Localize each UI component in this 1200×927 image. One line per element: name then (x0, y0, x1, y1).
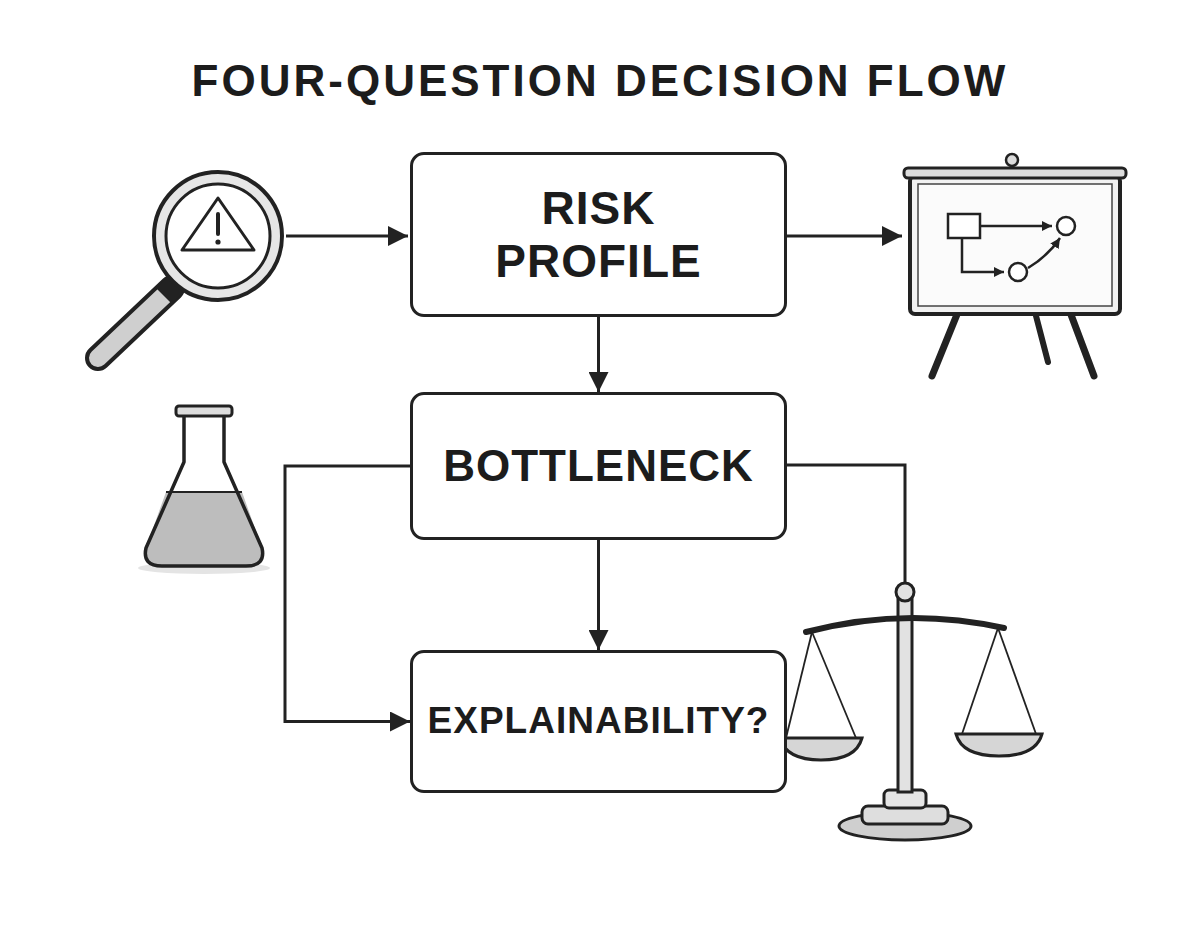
easel-leg (932, 312, 958, 376)
flask-icon (138, 406, 270, 574)
leader-line (787, 465, 905, 586)
warning-triangle (182, 198, 254, 250)
easel-knob (1006, 154, 1018, 166)
sketch-circle (1057, 217, 1075, 235)
box-label: BOTTLENECK (443, 441, 754, 492)
output-arrow (787, 235, 902, 238)
easel-rail (904, 168, 1126, 178)
sketch-arrow (980, 225, 1052, 228)
process-box: EXPLAINABILITY? (410, 650, 787, 793)
magnifier-handle (98, 288, 172, 358)
box-label: RISK PROFILE (474, 182, 724, 288)
easel-leg (1070, 312, 1094, 376)
scales-pan (780, 738, 862, 760)
flow-arrow (285, 466, 410, 722)
flow-arrow (597, 540, 600, 650)
easel-surface (918, 184, 1112, 306)
flow-arrow (597, 317, 600, 392)
scales-chain (786, 632, 812, 738)
flask-lip (176, 406, 232, 416)
sketch-elbow (962, 238, 1004, 272)
scales-chain (998, 628, 1036, 734)
sketch-circle (1009, 263, 1027, 281)
scales-icon (780, 583, 1042, 840)
box-label: EXPLAINABILITY? (428, 700, 770, 743)
scales-beam (806, 618, 1004, 632)
magnifier-handle-fill (98, 288, 172, 358)
warning-mark (216, 214, 220, 234)
process-box: BOTTLENECK (410, 392, 787, 540)
sketch-box (948, 214, 980, 238)
easel-leg (1035, 312, 1048, 362)
magnifier-icon (98, 172, 282, 358)
scales-pan (956, 734, 1042, 756)
flask-liquid (145, 492, 262, 566)
warning-dot (215, 239, 220, 244)
input-arrow (286, 235, 408, 238)
flask-body (145, 414, 262, 566)
scales-chain (962, 628, 998, 734)
easel-icon (904, 154, 1126, 376)
easel-board (910, 176, 1120, 314)
flask-level (166, 491, 242, 493)
scales-chain (812, 632, 856, 738)
scales-finial (896, 583, 914, 601)
sketch-curve (1028, 238, 1060, 268)
process-box: RISK PROFILE (410, 152, 787, 317)
magnifier-rim (154, 172, 282, 300)
diagram-title: FOUR-QUESTION DECISION FLOW (0, 56, 1200, 106)
magnifier-lens (166, 184, 270, 288)
scales-pole (898, 598, 912, 792)
